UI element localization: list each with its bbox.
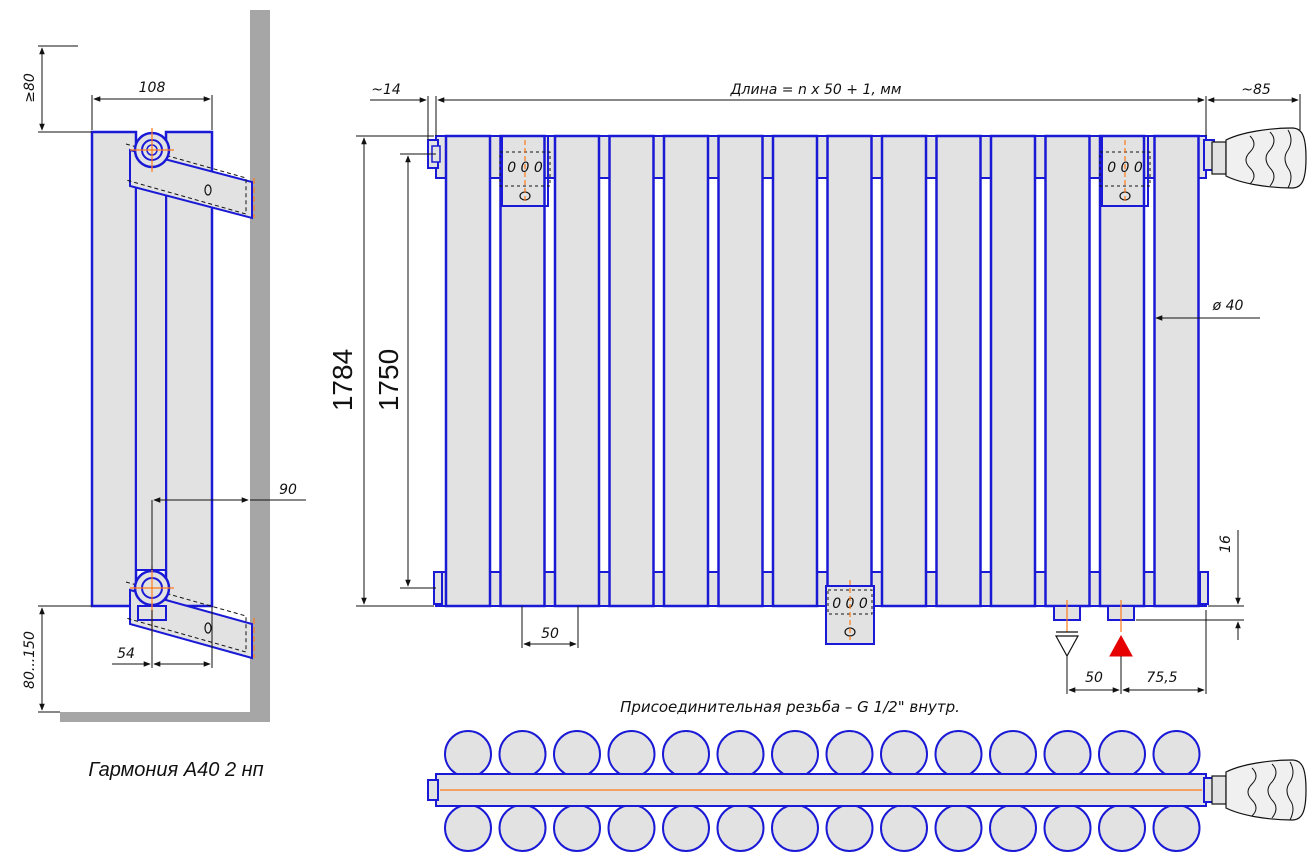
- top-view-tube-circle: [771, 804, 819, 852]
- dim-bottom-clearance: 80...150: [22, 631, 38, 689]
- dim-pipe-offset: 54: [117, 646, 135, 662]
- front-section-tube: [444, 134, 492, 608]
- front-section-tube: [989, 134, 1037, 608]
- top-view-tube-circle: [607, 730, 656, 778]
- top-view-tube-circle: [444, 730, 492, 778]
- top-view-tube-circle: [1043, 804, 1092, 852]
- thermostatic-head-icon: [1211, 127, 1307, 189]
- right-bottom-plug: [1199, 571, 1209, 605]
- dim-total-height: 1784: [327, 349, 358, 411]
- top-view-lower-tubes: [444, 804, 1201, 852]
- dim-axis-height: 1750: [373, 349, 404, 411]
- side-body-front: [90, 130, 138, 608]
- front-section-tube: [935, 134, 982, 608]
- dim-section-pitch: 50: [541, 626, 559, 642]
- top-view-tube-circle: [716, 804, 765, 852]
- top-view-left-plug: [427, 779, 439, 801]
- top-view-tube-circle: [498, 730, 547, 778]
- dim-tube-diameter: ø 40: [1212, 298, 1244, 314]
- side-body-core: [135, 169, 167, 571]
- top-view-tube-circle: [1098, 804, 1146, 852]
- dim-connection-edge: 75,5: [1146, 670, 1177, 686]
- connection-thread-note: Присоединительная резьба – G 1/2" внутр.: [620, 698, 960, 716]
- top-view-tube-circle: [716, 730, 765, 778]
- dim-right-offset: ~85: [1241, 82, 1271, 98]
- top-view-tube-circle: [607, 804, 656, 852]
- wall-floor-return: [60, 712, 270, 722]
- top-view-tube-circle: [934, 730, 983, 778]
- top-view-tube-circle: [989, 730, 1037, 778]
- top-view-tube-circle: [553, 730, 601, 778]
- model-title: Гармония А40 2 нп: [88, 759, 263, 781]
- front-section-tube: [662, 134, 710, 608]
- side-view: 108 ≥80 80...150 90 54 Гармония А40 2 нп: [22, 10, 306, 781]
- return-arrow-icon: [1054, 635, 1080, 658]
- top-view-tube-circle: [989, 804, 1037, 852]
- dim-bottom-gap: 16: [1218, 535, 1234, 553]
- top-bracket-dashed: [125, 143, 247, 215]
- top-view-upper-tubes: [444, 730, 1201, 778]
- top-view-thermostatic-head-icon: [1211, 759, 1307, 821]
- top-view-tube-circle: [444, 804, 492, 852]
- top-view-tube-circle: [662, 804, 710, 852]
- front-bracket-bottom-center: 0 0 0: [825, 580, 875, 645]
- top-view: Присоединительная резьба – G 1/2" внутр.: [427, 698, 1307, 852]
- front-section-tube: [771, 134, 819, 608]
- top-view-tube-circle: [1152, 804, 1201, 852]
- front-section-tube: [1153, 134, 1200, 608]
- dim-side-depth: 108: [139, 80, 166, 96]
- front-sections: [444, 134, 1200, 608]
- dim-length-formula: Длина = n x 50 + 1, мм: [730, 82, 902, 98]
- front-bracket-top-right: 0 0 0: [1099, 135, 1151, 207]
- front-bracket-top-left: 0 0 0: [499, 135, 551, 207]
- dim-left-offset: ~14: [371, 82, 401, 98]
- top-view-tube-circle: [934, 804, 983, 852]
- top-view-tube-circle: [1043, 730, 1092, 778]
- bottom-bracket-hole: [204, 622, 212, 634]
- front-section-tube: [826, 134, 873, 608]
- top-bracket-hole: [204, 184, 212, 196]
- dim-top-clearance: ≥80: [22, 73, 38, 103]
- top-view-tube-circle: [825, 730, 874, 778]
- front-section-tube: [1098, 134, 1146, 608]
- bottom-bracket-dashed: [125, 581, 247, 653]
- front-section-tube: [880, 134, 928, 608]
- dim-bracket-offset: 90: [279, 482, 297, 498]
- front-section-tube: [608, 134, 655, 608]
- top-view-tube-circle: [825, 804, 874, 852]
- top-view-tube-circle: [880, 730, 928, 778]
- front-section-tube: [553, 134, 601, 608]
- front-view: 0 0 0 0 0 0 0 0 0: [327, 82, 1307, 694]
- wall: [250, 10, 270, 722]
- front-section-tube: [717, 134, 764, 608]
- dim-connection-spacing: 50: [1085, 670, 1103, 686]
- top-view-tube-circle: [1152, 730, 1201, 778]
- front-section-tube: [1044, 134, 1091, 608]
- top-view-tube-circle: [1098, 730, 1146, 778]
- top-view-tube-circle: [662, 730, 710, 778]
- top-view-tube-circle: [880, 804, 928, 852]
- top-view-tube-circle: [553, 804, 601, 852]
- supply-arrow-icon: [1109, 634, 1133, 657]
- top-bracket: [129, 148, 253, 220]
- top-view-tube-circle: [771, 730, 819, 778]
- top-view-tube-circle: [498, 804, 547, 852]
